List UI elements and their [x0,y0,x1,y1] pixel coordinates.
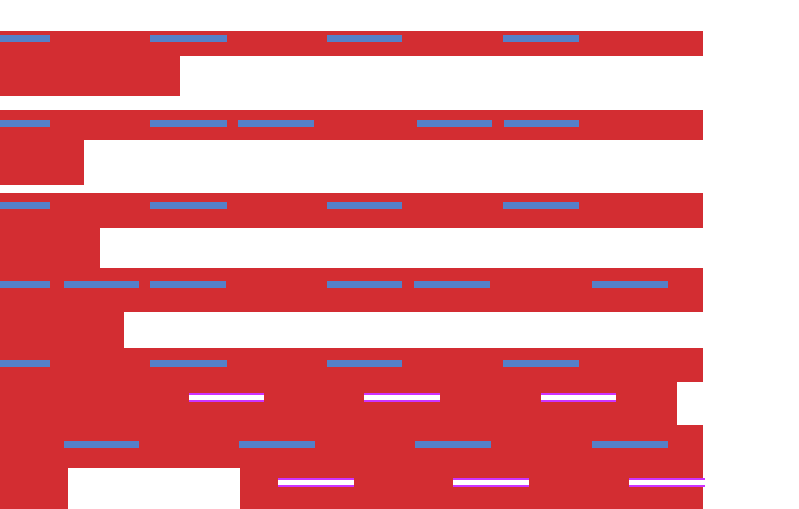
blue-term-marker[interactable] [0,281,50,288]
blue-term-marker[interactable] [150,281,226,288]
redacted-text-line [0,268,703,312]
magenta-highlight-box[interactable] [629,478,705,487]
blue-term-marker[interactable] [150,120,227,127]
redacted-text-line [0,382,677,425]
blue-term-marker[interactable] [64,441,139,448]
blue-term-marker[interactable] [503,360,579,367]
redacted-text-line [0,228,100,268]
redacted-text-line [240,468,703,509]
blue-term-marker[interactable] [0,120,50,127]
blue-term-marker[interactable] [503,202,579,209]
blue-term-marker[interactable] [417,120,492,127]
redacted-text-line [0,193,703,228]
magenta-highlight-box[interactable] [364,393,440,402]
redacted-text-line [0,110,703,140]
blue-term-marker[interactable] [327,360,402,367]
blue-term-marker[interactable] [0,360,50,367]
blue-term-marker[interactable] [239,441,315,448]
redacted-text-line [0,312,124,350]
blue-term-marker[interactable] [415,441,491,448]
blue-term-marker[interactable] [503,35,579,42]
magenta-highlight-box[interactable] [541,393,616,402]
magenta-highlight-box[interactable] [278,478,354,487]
blue-term-marker[interactable] [504,120,579,127]
blue-term-marker[interactable] [592,281,668,288]
blue-term-marker[interactable] [327,281,402,288]
redacted-text-line [0,468,68,509]
blue-term-marker[interactable] [150,360,227,367]
blue-term-marker[interactable] [0,202,50,209]
blue-term-marker[interactable] [327,35,402,42]
redacted-text-line [0,140,84,185]
blue-term-marker[interactable] [414,281,490,288]
blue-term-marker[interactable] [150,35,227,42]
magenta-highlight-box[interactable] [453,478,529,487]
blue-term-marker[interactable] [592,441,668,448]
blue-term-marker[interactable] [64,281,139,288]
blue-term-marker[interactable] [0,35,50,42]
blue-term-marker[interactable] [150,202,227,209]
blue-term-marker[interactable] [327,202,402,209]
magenta-highlight-box[interactable] [189,393,264,402]
redacted-text-line [0,56,180,96]
blue-term-marker[interactable] [238,120,314,127]
